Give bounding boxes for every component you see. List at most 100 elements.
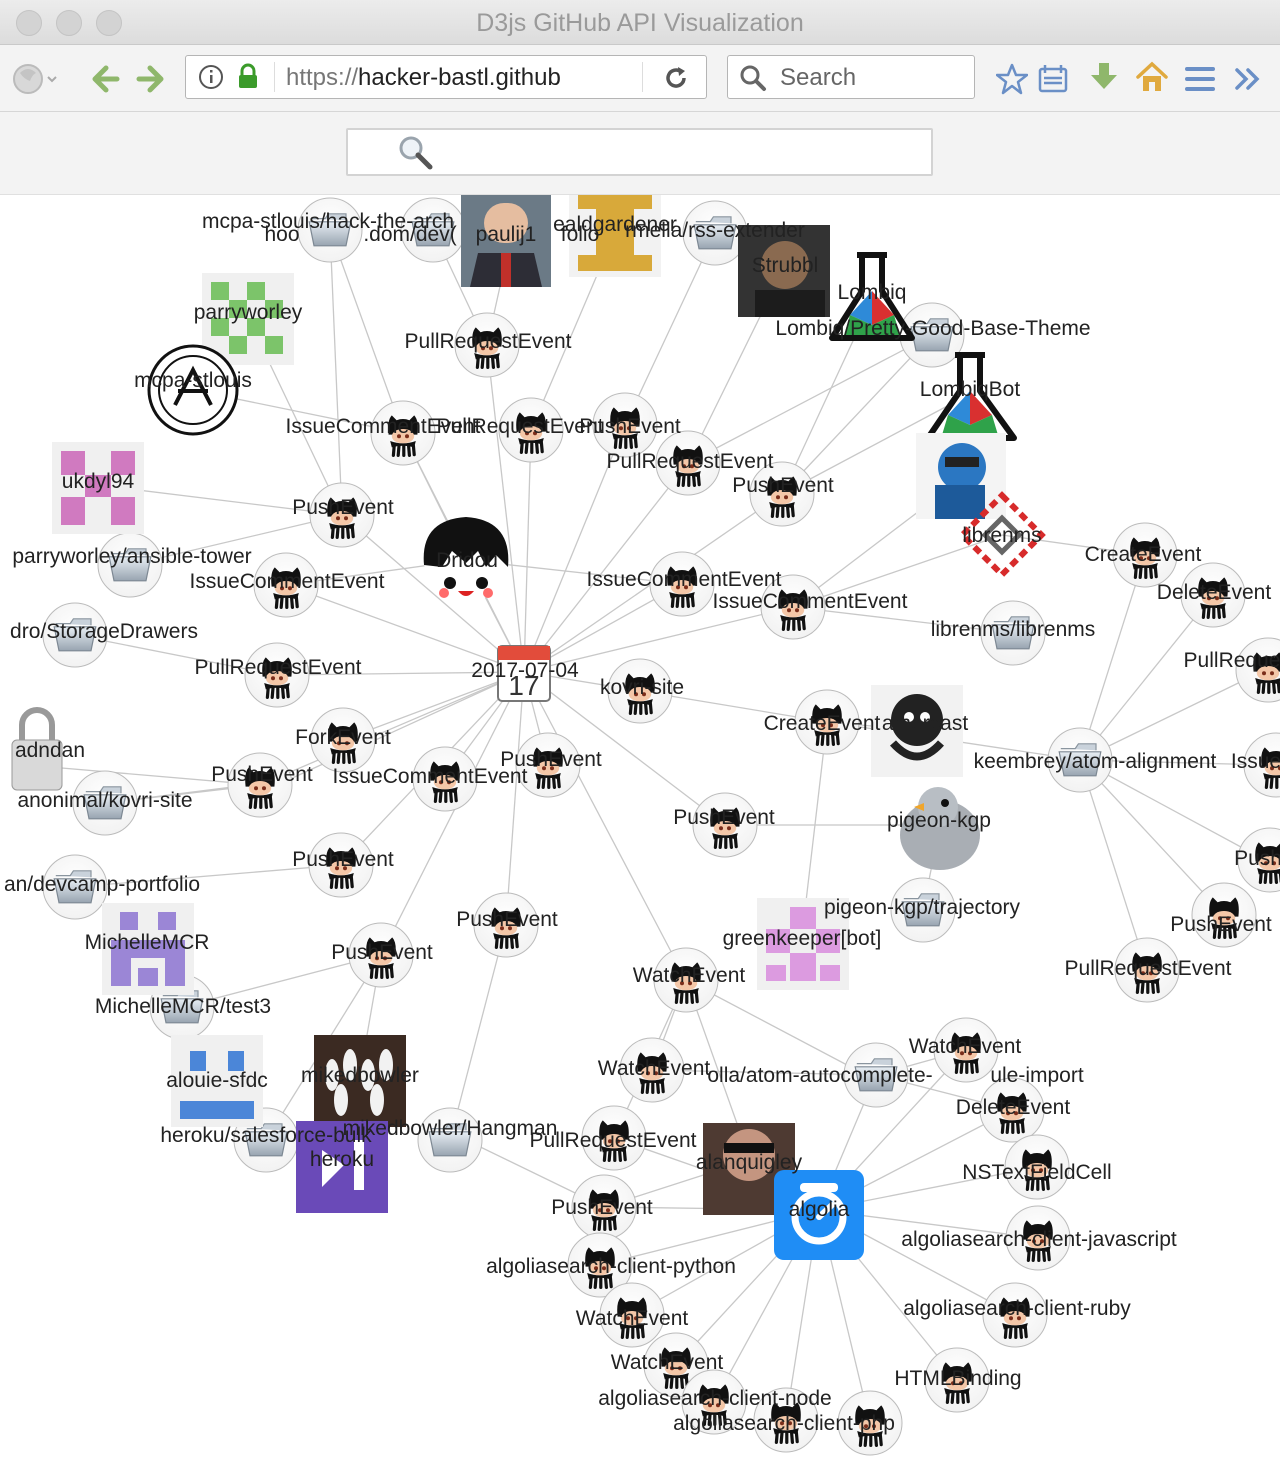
event-node-repo[interactable] [924, 1347, 990, 1413]
avatar-ealdgardener[interactable] [569, 195, 661, 277]
avatar-michellemcr[interactable] [102, 903, 194, 995]
event-node-repo[interactable] [753, 1387, 819, 1453]
avatar-greenkeeper[interactable] [757, 898, 849, 990]
page-search-input[interactable] [346, 128, 933, 176]
event-node-pullrequest[interactable] [454, 312, 520, 378]
repo-node[interactable] [1047, 727, 1113, 793]
event-node-pullrequest[interactable] [581, 1105, 647, 1171]
event-node-push[interactable] [1191, 882, 1257, 948]
event-node-issue[interactable] [1243, 732, 1280, 798]
event-node-delete[interactable] [1180, 562, 1246, 628]
repo-node[interactable] [980, 600, 1046, 666]
url-bar[interactable]: https://hacker-bastl.github [185, 55, 707, 99]
back-icon[interactable] [90, 65, 120, 93]
event-node-issuecomment[interactable] [370, 400, 436, 466]
home-icon[interactable] [1136, 61, 1168, 95]
event-node-fork[interactable] [310, 707, 376, 773]
firefox-menu-icon[interactable] [10, 61, 60, 97]
event-node-pullrequest[interactable] [1235, 637, 1280, 703]
close-window-icon[interactable] [16, 10, 42, 36]
minimize-window-icon[interactable] [56, 10, 82, 36]
event-node-repo[interactable] [567, 1232, 633, 1298]
event-node-push[interactable] [308, 832, 374, 898]
event-node-push[interactable] [227, 752, 293, 818]
event-node-watch[interactable] [619, 1037, 685, 1103]
event-node-create[interactable] [794, 689, 860, 755]
force-graph-svg[interactable]: 17 mcpa-stlouis/hack-the-arch hoo .dom/d… [0, 195, 1280, 1482]
reload-icon[interactable] [662, 64, 690, 92]
menu-icon[interactable] [1184, 65, 1216, 93]
event-node-repo[interactable] [1004, 1134, 1070, 1200]
forward-icon[interactable] [136, 65, 166, 93]
avatar-alouie-sfdc[interactable] [171, 1035, 263, 1127]
event-node-push[interactable] [515, 732, 581, 798]
avatar-adndan[interactable] [11, 707, 63, 791]
event-node-push[interactable] [473, 892, 539, 958]
event-node-push[interactable] [749, 461, 815, 527]
event-node-create[interactable] [1112, 522, 1178, 588]
avatar-pigeon-kgp[interactable] [900, 787, 980, 870]
event-node-repo[interactable] [681, 1369, 747, 1435]
avatar-librenms[interactable] [958, 491, 1046, 579]
avatar-heroku[interactable] [296, 1121, 388, 1213]
avatar-algolia[interactable] [774, 1170, 864, 1260]
event-node-push[interactable] [1237, 827, 1280, 893]
avatar-dridou[interactable] [423, 517, 509, 602]
label-user: Dridou [436, 549, 498, 572]
event-node-push[interactable] [607, 658, 673, 724]
event-node-watch[interactable] [653, 947, 719, 1013]
download-icon[interactable] [1088, 61, 1120, 95]
repo-node[interactable] [72, 770, 138, 836]
user-nodes[interactable] [11, 195, 1046, 1260]
browser-search-bar[interactable]: Search [727, 55, 975, 99]
event-node-pullrequest[interactable] [498, 397, 564, 463]
repo-node[interactable] [417, 1107, 483, 1173]
repo-node[interactable] [42, 854, 108, 920]
repo-node[interactable] [42, 602, 108, 668]
avatar-mcpa-stlouis[interactable] [147, 344, 239, 436]
repo-node[interactable] [890, 877, 956, 943]
avatar-ukdyl94[interactable] [52, 442, 144, 534]
event-node-repo[interactable] [837, 1390, 903, 1456]
center-date-node[interactable]: 17 [497, 645, 551, 702]
overflow-icon[interactable] [1234, 67, 1262, 91]
zoom-window-icon[interactable] [96, 10, 122, 36]
reading-list-icon[interactable] [1038, 63, 1068, 95]
event-node-pullrequest[interactable] [655, 430, 721, 496]
avatar-strubbl[interactable] [738, 225, 830, 317]
avatar-parryworley[interactable] [202, 273, 294, 365]
avatar-mikedbowler[interactable] [314, 1035, 406, 1127]
event-node-push[interactable] [309, 482, 375, 548]
event-node-issuecomment[interactable] [649, 551, 715, 617]
avatar-iaf[interactable] [916, 433, 1006, 519]
event-node-pullrequest[interactable] [1114, 937, 1180, 1003]
event-node-watch[interactable] [599, 1282, 665, 1348]
search-icon [740, 65, 766, 91]
event-nodes[interactable] [227, 312, 1280, 1456]
event-node-repo[interactable] [1005, 1205, 1071, 1271]
avatar-lombiqbot[interactable] [925, 352, 1017, 441]
repo-node[interactable] [843, 1042, 909, 1108]
force-graph-canvas[interactable]: 17 mcpa-stlouis/hack-the-arch hoo .dom/d… [0, 195, 1280, 1482]
label-repo: librenms/librenms [931, 618, 1096, 641]
repo-node[interactable] [297, 197, 363, 263]
event-node-issuecomment[interactable] [253, 552, 319, 618]
event-node-push[interactable] [692, 792, 758, 858]
url-text[interactable]: https://hacker-bastl.github [286, 64, 561, 92]
event-node-issuecomment[interactable] [412, 746, 478, 812]
event-node-watch[interactable] [933, 1017, 999, 1083]
event-node-issuecomment[interactable] [760, 574, 826, 640]
avatar-paulij1[interactable] [461, 195, 551, 287]
avatar-alanquigley[interactable] [703, 1123, 795, 1215]
event-node-push[interactable] [348, 922, 414, 988]
event-node-delete[interactable] [979, 1077, 1045, 1143]
event-node-pullrequest[interactable] [244, 642, 310, 708]
bookmark-star-icon[interactable] [996, 63, 1028, 95]
info-icon[interactable] [198, 64, 224, 90]
label-event: DeleteEvent [956, 1096, 1071, 1119]
avatar-lombiq[interactable] [829, 252, 915, 341]
event-node-repo[interactable] [982, 1282, 1048, 1348]
avatar-amercast[interactable] [871, 685, 963, 777]
label-user: pigeon-kgp [887, 809, 991, 832]
event-node-push[interactable] [592, 392, 658, 458]
